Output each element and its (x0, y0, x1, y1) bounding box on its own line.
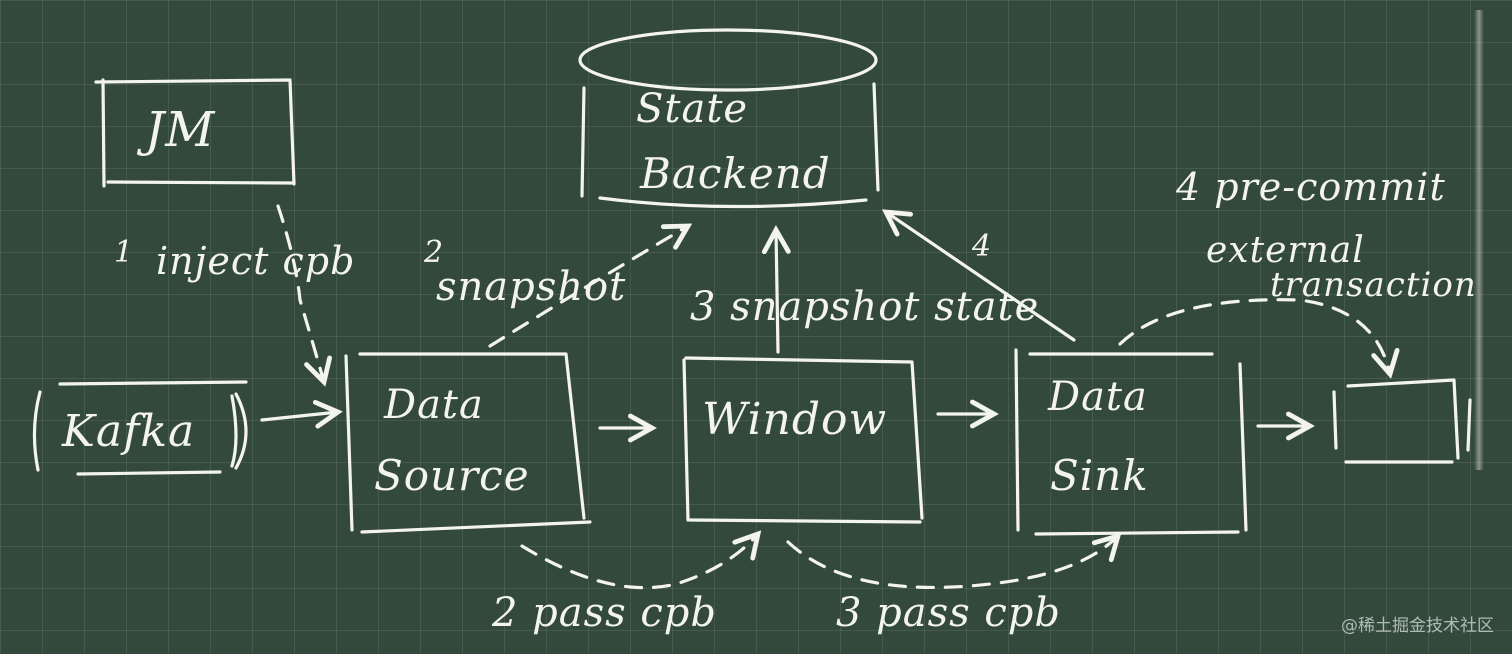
arrow-source-snapshot (488, 226, 688, 348)
jm-node: JM (94, 78, 296, 188)
arrow-pass-cpb-2 (520, 534, 758, 590)
pass-cpb-3-label: 3 pass cpb (836, 590, 1061, 636)
window-outline (682, 356, 924, 524)
jm-box-outline (94, 78, 296, 188)
inject-number: 1 (114, 235, 134, 270)
state-backend-label-2: Backend (639, 149, 831, 198)
data-source-label-1: Data (383, 382, 484, 428)
data-source-node: Data Source (344, 352, 592, 534)
external-store-node (1332, 378, 1472, 464)
precommit-label-1: 4 pre-commit (1175, 165, 1446, 209)
precommit-label-2: external (1206, 230, 1365, 271)
arrow-sink-snapshot (886, 212, 1076, 342)
state-backend-body (580, 82, 880, 209)
precommit-label-3: transaction (1270, 265, 1477, 305)
snapshot-source-number: 2 (423, 235, 444, 270)
state-backend-node: State Backend (578, 28, 880, 209)
window-node: Window (682, 356, 924, 524)
kafka-outline (32, 380, 248, 476)
arrow-inject-cpb (276, 204, 324, 382)
snapshot-window-label: 3 snapshot state (690, 284, 1039, 330)
kafka-label: Kafka (61, 406, 195, 457)
watermark: @稀土掘金技术社区 (1341, 616, 1494, 636)
data-sink-label-2: Sink (1050, 451, 1149, 500)
data-sink-node: Data Sink (1014, 348, 1248, 536)
data-source-label-2: Source (374, 451, 530, 500)
inject-cpb-label: inject cpb (156, 239, 355, 283)
jm-label: JM (136, 102, 216, 158)
board-edge-smudge (1474, 10, 1484, 470)
arrow-kafka-to-source (260, 412, 338, 420)
data-sink-label-1: Data (1047, 374, 1148, 420)
kafka-node: Kafka (32, 380, 248, 476)
state-backend-top (578, 28, 878, 92)
pass-cpb-2-label: 2 pass cpb (491, 590, 717, 636)
arrow-precommit (1118, 298, 1390, 374)
state-backend-label-1: State (636, 86, 748, 132)
arrow-window-snapshot (776, 230, 778, 354)
data-source-outline (344, 352, 592, 534)
data-sink-outline (1014, 348, 1248, 536)
external-store-outline (1332, 378, 1472, 464)
window-label: Window (702, 394, 887, 445)
arrow-pass-cpb-3 (786, 536, 1118, 590)
snapshot-sink-number: 4 (971, 229, 992, 264)
snapshot-source-label: snapshot (436, 264, 626, 310)
